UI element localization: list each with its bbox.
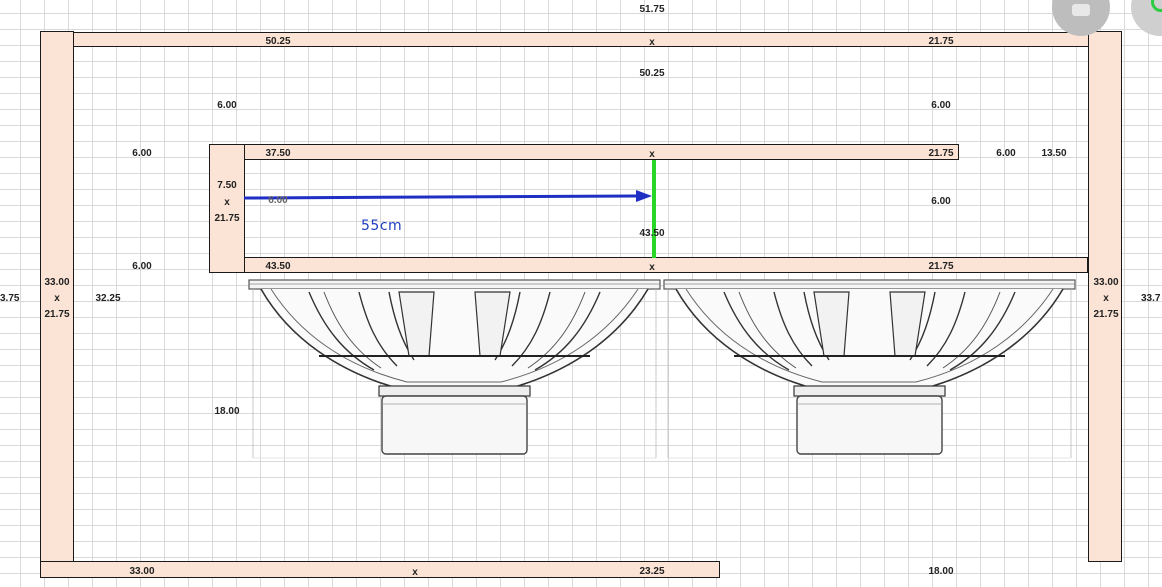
dim-port-width: 21.75 [214, 213, 240, 224]
dim-port-right-gap: 6.00 [931, 196, 951, 207]
port-shelf-bottom [244, 257, 1088, 273]
dim-gap-right: 6.00 [931, 100, 951, 111]
left-wall [40, 31, 74, 562]
dim-shelf-top-x: x [649, 149, 655, 160]
dim-top-board-width: 21.75 [928, 36, 954, 47]
dim-right-outer-cut: 33.7 [1141, 293, 1161, 304]
dim-left-outer-cut: 3.75 [0, 293, 20, 304]
dim-bottom-board-b: 23.25 [639, 566, 665, 577]
dim-gap-left: 6.00 [217, 100, 237, 111]
dim-right-gap-b: 13.50 [1041, 148, 1067, 159]
right-wall [1088, 31, 1122, 562]
dim-left-wall-height: 33.00 [44, 277, 70, 288]
dim-inner-span: 50.25 [639, 68, 665, 79]
annotation-arrow [243, 194, 641, 200]
dim-port-x: x [224, 197, 230, 208]
dim-right-wall-width: 21.75 [1093, 309, 1119, 320]
dim-top-total: 51.75 [639, 4, 665, 15]
annotation-label: 55cm [361, 218, 403, 234]
dim-bottom-right: 18.00 [928, 566, 954, 577]
dim-bottom-board-x: x [412, 567, 418, 578]
dim-right-gap-a: 6.00 [996, 148, 1016, 159]
arrowhead [636, 190, 652, 202]
dim-speaker-chamber-height: 18.00 [214, 406, 240, 417]
dim-port-height: 7.50 [217, 180, 237, 191]
dim-port-depth: 43.50 [639, 228, 665, 239]
dim-shelf-bottom-width: 21.75 [928, 261, 954, 272]
dim-top-board-x: x [649, 37, 655, 48]
dim-right-wall-x: x [1103, 293, 1109, 304]
dim-shelf-bottom-x: x [649, 262, 655, 273]
dim-bottom-board-a: 33.00 [129, 566, 155, 577]
dim-shelf-bottom-length: 43.50 [265, 261, 291, 272]
port-end-block [209, 144, 245, 273]
dim-port-inner-obscured: 6.00 [268, 195, 288, 206]
bottom-board [40, 561, 720, 578]
dim-left-gap-mid: 6.00 [132, 148, 152, 159]
dim-shelf-top-length: 37.50 [265, 148, 291, 159]
dim-left-wall-x: x [54, 293, 60, 304]
dim-right-wall-height: 33.00 [1093, 277, 1119, 288]
dim-top-board-length: 50.25 [265, 36, 291, 47]
dim-left-gap-low: 6.00 [132, 261, 152, 272]
dim-left-inner-height: 32.25 [95, 293, 121, 304]
dim-shelf-top-width: 21.75 [928, 148, 954, 159]
dim-left-wall-width: 21.75 [44, 309, 70, 320]
